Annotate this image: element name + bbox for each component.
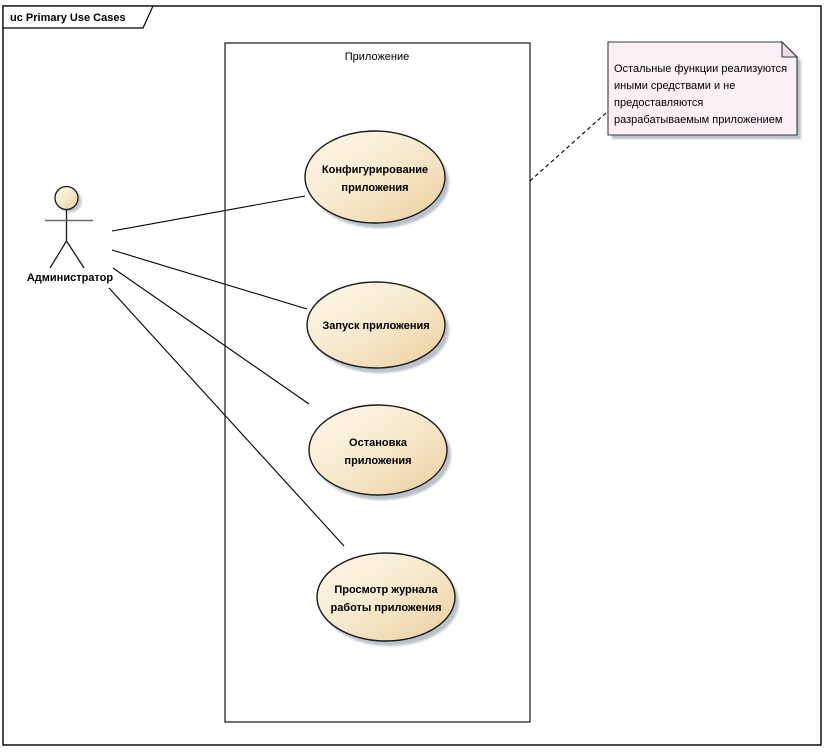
usecase-ellipse[interactable] [306,281,446,369]
usecase-start-app[interactable]: Запуск приложения [306,281,449,373]
frame-tab [2,5,154,29]
actor-label: Администратор [27,272,114,284]
usecase-label: Запуск приложения [322,320,429,332]
usecase-label: Конфигурирование [322,164,428,176]
note-body[interactable] [607,41,798,136]
usecase-view-log[interactable]: Просмотр журнала работы приложения [316,552,459,646]
usecase-ellipse[interactable] [308,404,448,496]
usecase-label: приложения [341,182,408,194]
note-link[interactable] [529,112,607,182]
association-stop[interactable] [112,267,310,405]
actor-administrator[interactable]: Администратор [27,185,114,285]
association-viewlog[interactable] [108,287,345,547]
association-start[interactable] [111,249,308,310]
usecase-label: Остановка [349,437,408,449]
usecase-configure-app[interactable]: Конфигурирование приложения [304,130,449,228]
note-fold-corner-icon [781,40,799,58]
usecase-ellipse[interactable] [316,552,456,642]
usecase-label: приложения [344,455,411,467]
note-line: предоставляются [614,97,703,109]
note[interactable]: Остальные функции реализуются иными сред… [607,40,801,139]
system-boundary-title: Приложение [345,51,410,63]
note-line: Остальные функции реализуются [614,63,787,75]
usecase-label: Просмотр журнала [334,584,438,596]
actor-leg-right-icon [65,240,85,269]
actor-leg-left-icon [49,240,68,269]
note-line: разрабатываемым приложением [614,114,782,126]
associations [108,195,345,547]
actor-head-icon[interactable] [54,185,79,211]
note-line: иными средствами и не [614,80,735,92]
usecase-stop-app[interactable]: Остановка приложения [308,404,451,500]
usecase-ellipse[interactable] [304,130,446,224]
usecase-label: работы приложения [330,602,441,614]
association-configure[interactable] [111,195,306,232]
frame-tab-label: uc Primary Use Cases [10,12,126,24]
